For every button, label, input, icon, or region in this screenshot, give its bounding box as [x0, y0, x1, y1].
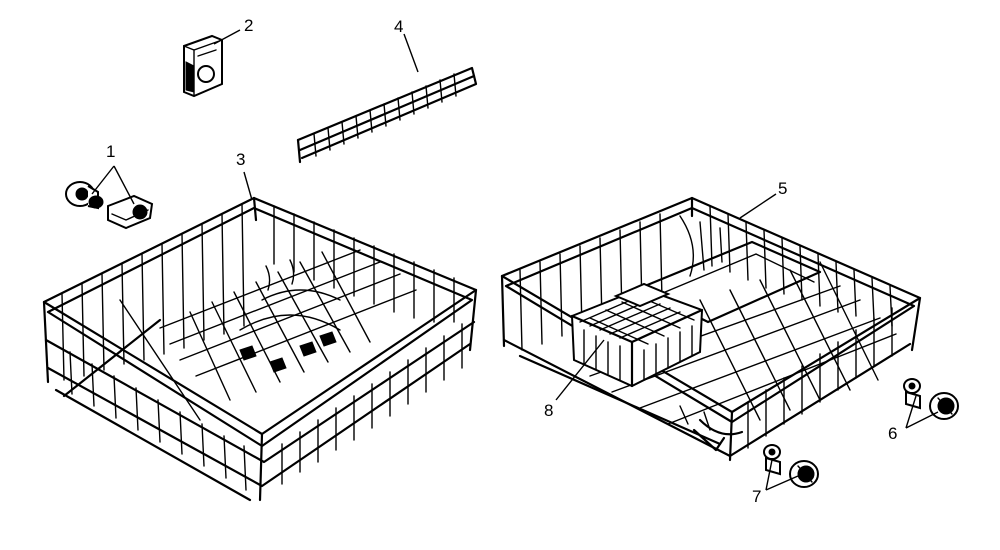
- leader-6: [905, 395, 939, 429]
- leader-2: [213, 29, 241, 45]
- leader-4: [403, 33, 419, 73]
- leader-3: [243, 171, 253, 201]
- callout-2: 2: [244, 16, 253, 35]
- leader-lines: [91, 29, 939, 491]
- callout-1: 1: [106, 142, 115, 161]
- part-4-tine-row: [296, 66, 478, 164]
- leader-5: [739, 193, 777, 219]
- part-8-cutlery-basket: [570, 282, 704, 388]
- callout-5: 5: [778, 179, 787, 198]
- callout-3: 3: [236, 150, 245, 169]
- part-1-rollers: [65, 181, 154, 230]
- callout-7: 7: [752, 487, 761, 506]
- leader-1: [91, 165, 135, 205]
- callout-6: 6: [888, 424, 897, 443]
- part-2-clip: [183, 34, 223, 98]
- part-5-lower-rack: [500, 196, 922, 462]
- callout-8: 8: [544, 401, 553, 420]
- callout-4: 4: [394, 17, 403, 36]
- leader-7: [765, 459, 799, 491]
- part-6-rollers: [903, 378, 959, 420]
- leader-8: [555, 339, 605, 401]
- part-7-rollers: [763, 444, 819, 488]
- part-3-upper-rack: [42, 196, 478, 502]
